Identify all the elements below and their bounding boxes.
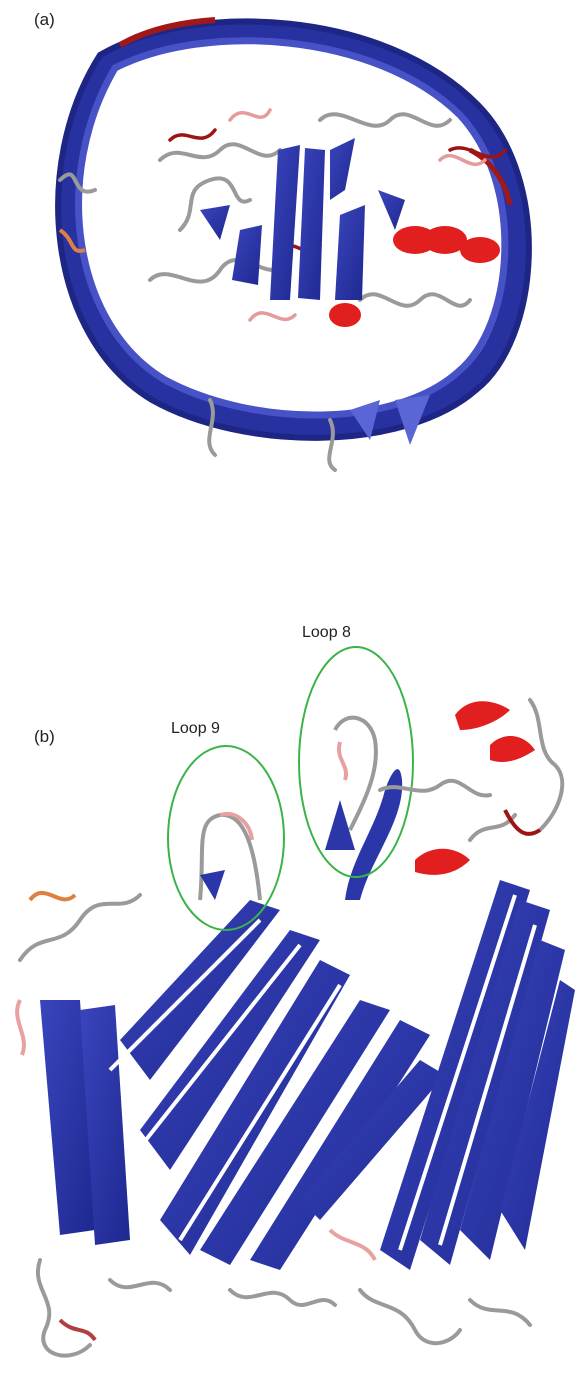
panel-a-barrel-top-view <box>58 20 529 470</box>
dark-red-coil <box>60 1320 95 1340</box>
side-strands <box>40 880 575 1270</box>
loop-9-highlight-ring <box>168 746 284 930</box>
dark-red-coil <box>505 810 540 834</box>
loop-8-highlight-ring <box>299 647 413 877</box>
orange-coil <box>30 893 75 900</box>
central-strands <box>200 138 405 300</box>
loop-9 <box>200 814 260 900</box>
loop-8 <box>325 718 402 900</box>
top-coils <box>20 700 562 960</box>
bottom-coils <box>38 1260 530 1356</box>
pink-coil <box>330 1230 375 1260</box>
pink-coil <box>17 1000 24 1055</box>
panel-b-barrel-side-view <box>17 647 575 1356</box>
